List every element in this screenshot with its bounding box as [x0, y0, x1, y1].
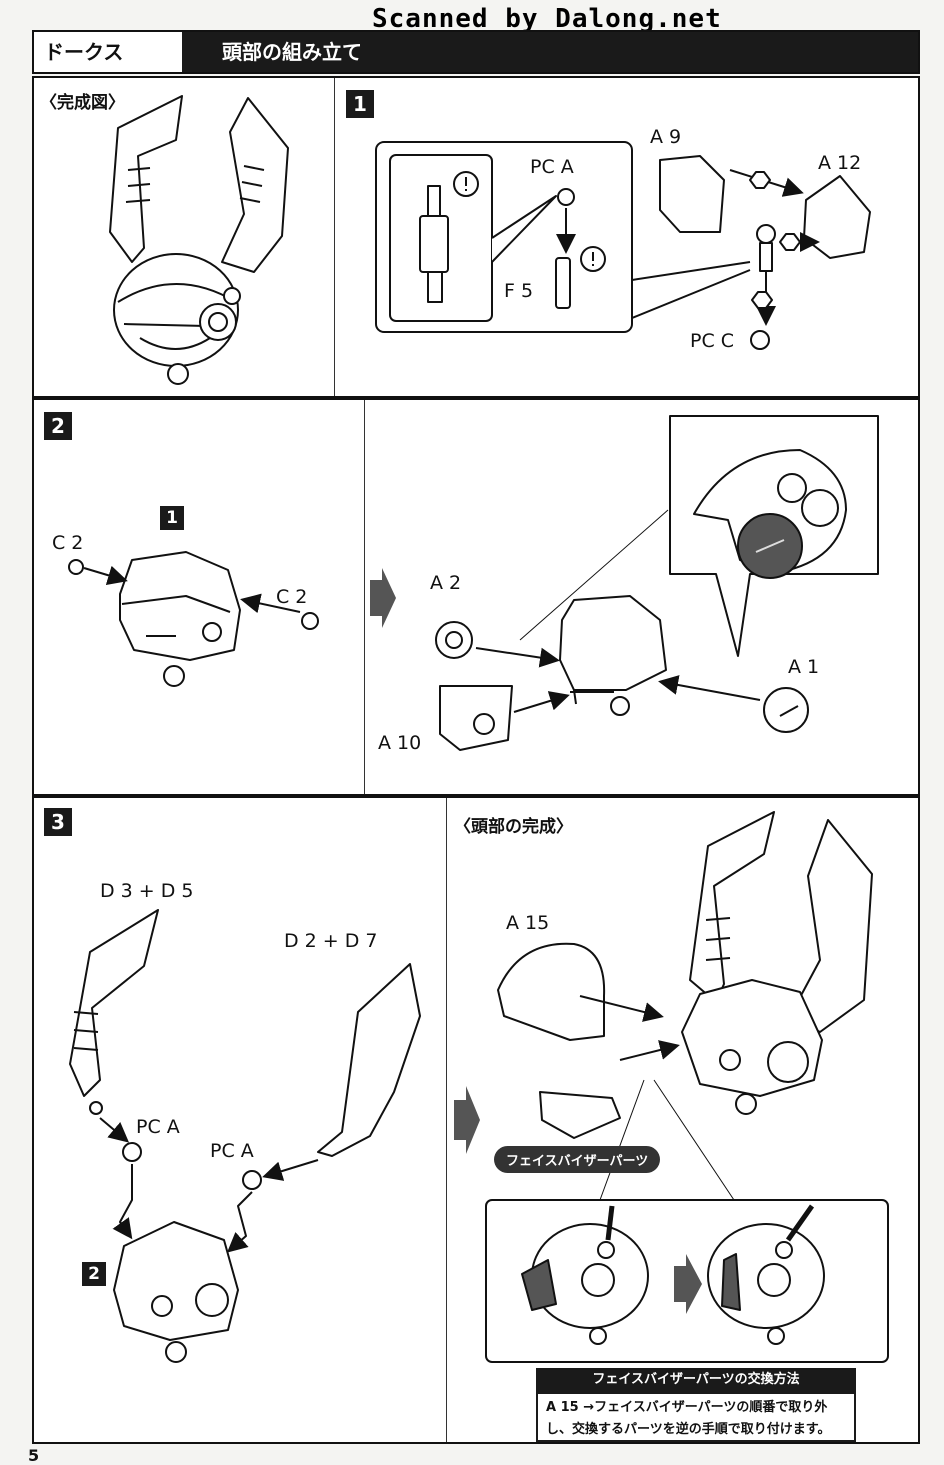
part-pc-c-label: PC C: [690, 330, 735, 352]
part-pc-a-left-label: PC A: [136, 1116, 180, 1138]
scan-watermark: Scanned by Dalong.net: [372, 4, 722, 34]
visor-swap-note-body: A 15 →フェイスバイザーパーツの順番で取り外 し、交換するパーツを逆の手順で…: [536, 1392, 856, 1442]
part-left-arm-label: D 3 + D 5: [100, 880, 194, 902]
part-right-arm-label: D 2 + D 7: [284, 930, 378, 952]
step-2-right-illustration: [435, 415, 879, 751]
part-f5-label: F 5: [504, 280, 534, 302]
section-title: 頭部の組み立て: [182, 32, 918, 72]
model-name: ドークス: [34, 32, 182, 72]
head-complete-title: 〈頭部の完成〉: [454, 817, 573, 837]
step-3-number: 3: [44, 808, 72, 836]
note-line-2: し、交換するパーツを逆の手順で取り付けます。: [546, 1422, 831, 1437]
flow-arrow: [454, 1086, 480, 1154]
part-pc-a-label: PC A: [530, 156, 574, 178]
sub-step-1-badge: 1: [160, 506, 184, 530]
page-number: 5: [28, 1446, 40, 1465]
part-a9-label: A 9: [650, 126, 682, 148]
visor-swap-note-title: フェイスバイザーパーツの交換方法: [536, 1368, 856, 1392]
sub-step-2-badge: 2: [82, 1262, 106, 1286]
flow-arrow: [674, 1254, 702, 1314]
part-a1-label: A 1: [788, 656, 820, 678]
section-header: ドークス 頭部の組み立て: [32, 30, 920, 74]
step-2-number: 2: [44, 412, 72, 440]
completed-view-label: 〈完成図〉: [40, 93, 125, 113]
part-a10-label: A 10: [378, 732, 422, 754]
head-complete-illustration: [485, 811, 889, 1363]
part-pc-a-right-label: PC A: [210, 1140, 254, 1162]
step-3-left-illustration: [69, 909, 421, 1363]
step-2-left-illustration: [68, 551, 319, 687]
panel-divider: [364, 400, 365, 794]
panel-divider: [334, 78, 335, 396]
panel-divider: [446, 798, 447, 1442]
face-visor-label: フェイスバイザーパーツ: [494, 1146, 661, 1173]
step-1-illustration: [375, 141, 871, 350]
part-a2-label: A 2: [430, 572, 462, 594]
flow-arrow: [370, 568, 396, 628]
step-1-number: 1: [346, 90, 374, 118]
part-a15-label: A 15: [506, 912, 550, 934]
part-a12-label: A 12: [818, 152, 862, 174]
note-line-1: A 15 →フェイスバイザーパーツの順番で取り外: [546, 1400, 828, 1415]
part-c2-right-label: C 2: [276, 586, 308, 608]
completed-head-illustration: [109, 95, 289, 385]
part-c2-left-label: C 2: [52, 532, 84, 554]
